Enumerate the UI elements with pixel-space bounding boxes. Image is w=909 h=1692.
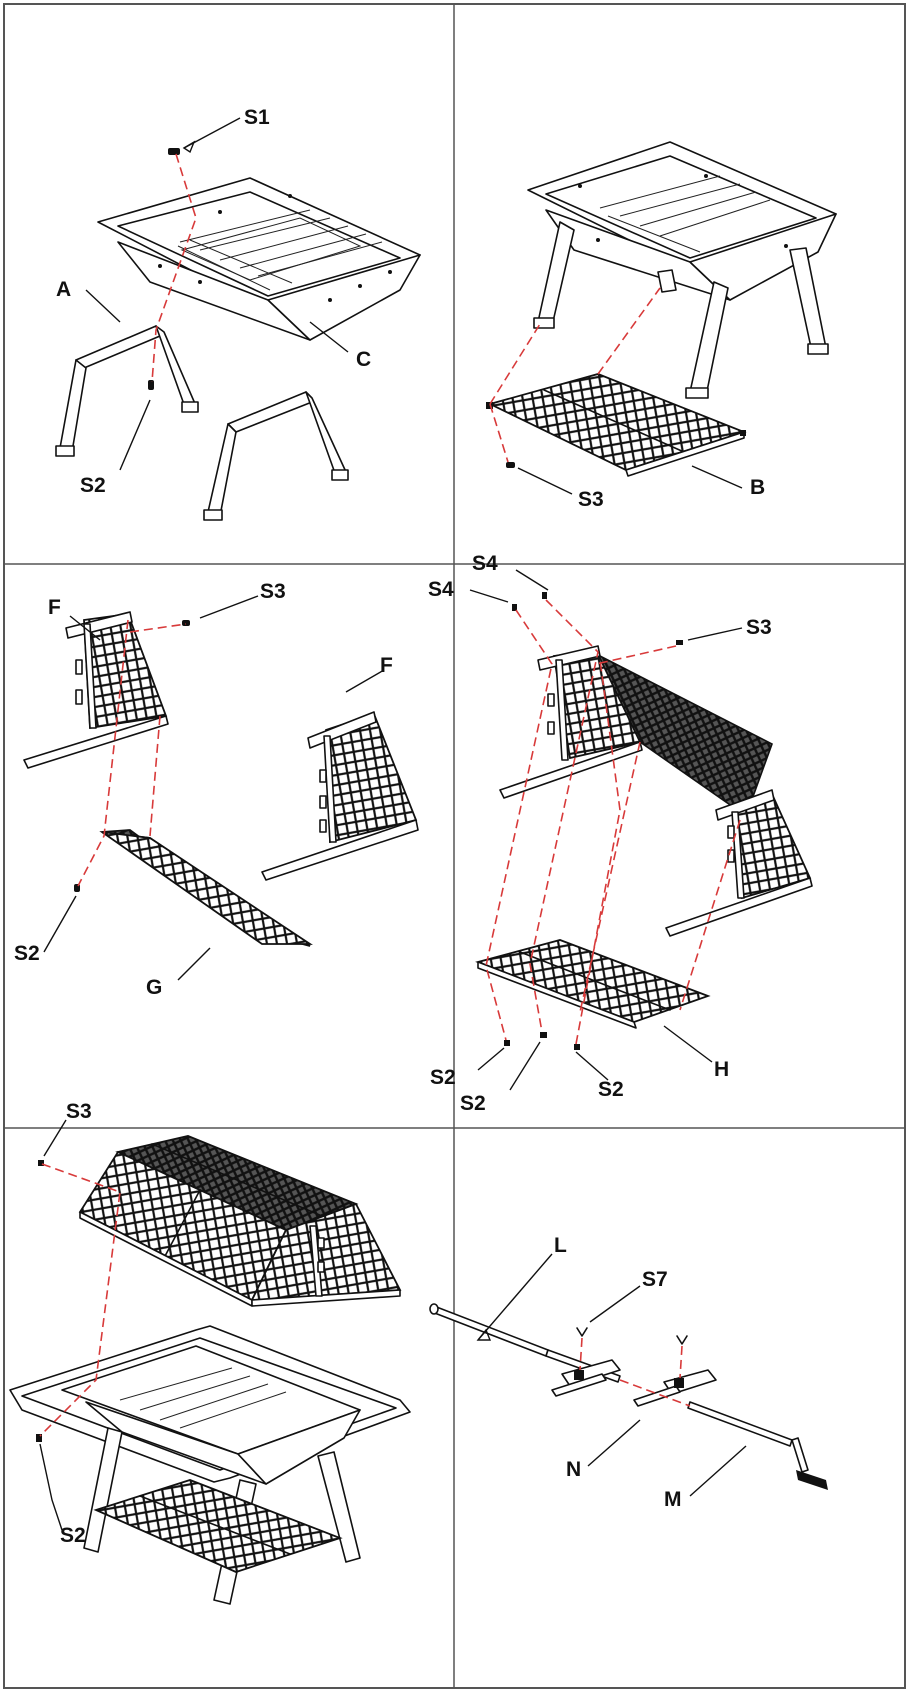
label-c: C — [356, 348, 371, 371]
tray — [527, 141, 837, 301]
panel-3-side-frames: F S3 F S2 G — [14, 580, 419, 999]
label-s4-lower: S4 — [428, 578, 454, 601]
base-with-rail — [9, 1325, 411, 1605]
label-s3: S3 — [746, 616, 772, 639]
label-a: A — [56, 278, 71, 301]
panel-4-cage-assembly: S4 S4 S3 S2 S2 S2 H — [428, 552, 813, 1115]
cage-left-frame — [499, 645, 643, 799]
label-l: L — [554, 1234, 567, 1257]
label-s7: S7 — [642, 1268, 668, 1291]
label-f-left: F — [48, 596, 61, 619]
panel-5-cage-to-base: S3 S2 — [9, 1100, 411, 1605]
side-frame-f-left — [23, 611, 169, 769]
label-s3: S3 — [260, 580, 286, 603]
crank-handle-icon — [796, 1470, 828, 1490]
panel-1-legs-and-tray: S1 A C S2 — [55, 106, 421, 521]
bottom-grill-b — [487, 373, 747, 477]
label-g: G — [146, 976, 162, 999]
label-s4-upper: S4 — [472, 552, 498, 575]
label-s2: S2 — [60, 1524, 86, 1547]
forks-n — [551, 1359, 717, 1407]
panel-6-spit-rod: L S7 N M — [429, 1234, 828, 1511]
label-s3: S3 — [578, 488, 604, 511]
label-n: N — [566, 1458, 581, 1481]
side-panel-g — [99, 829, 313, 947]
tray-c — [97, 177, 421, 341]
label-s2-middle: S2 — [460, 1092, 486, 1115]
label-s2-right: S2 — [598, 1078, 624, 1101]
label-s2: S2 — [14, 942, 40, 965]
leg-frame-a — [55, 325, 199, 457]
label-s2-left: S2 — [430, 1066, 456, 1089]
label-s2: S2 — [80, 474, 106, 497]
side-frame-f-right — [261, 711, 419, 881]
panel-2-bottom-grill: S3 B — [486, 141, 837, 511]
cage-right-frame — [665, 789, 813, 937]
label-s3: S3 — [66, 1100, 92, 1123]
label-m: M — [664, 1488, 682, 1511]
leg-frame-second — [203, 391, 349, 521]
cage-unit — [78, 1135, 402, 1307]
panel-grid — [3, 3, 906, 1689]
label-b: B — [750, 476, 765, 499]
label-h: H — [714, 1058, 729, 1081]
label-s1: S1 — [244, 106, 270, 129]
label-f-right: F — [380, 654, 393, 677]
